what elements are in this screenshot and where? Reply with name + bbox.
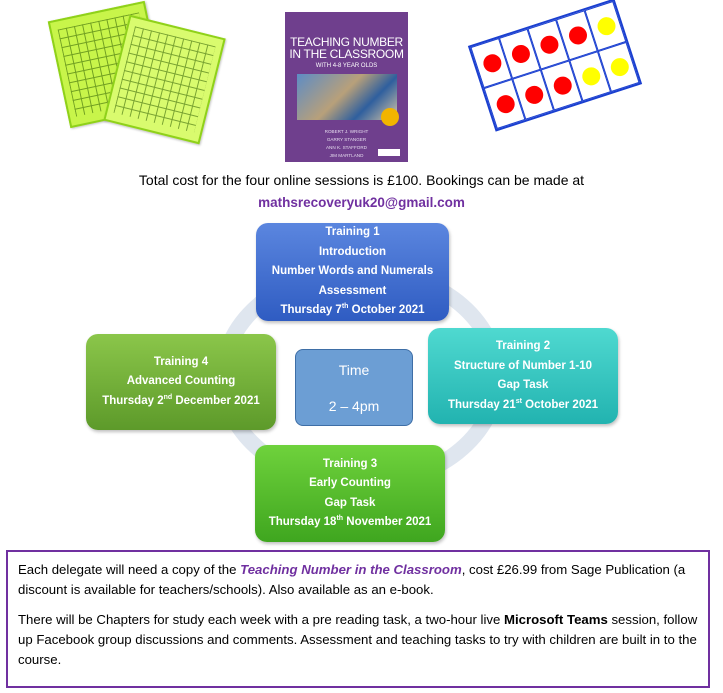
course-structure-paragraph: There will be Chapters for study each we…: [18, 612, 698, 667]
publisher-logo: [378, 149, 400, 156]
book-cover-subtitle: WITH 4-8 YEAR OLDS: [315, 63, 378, 69]
book-cover-title: TEACHING NUMBER IN THE CLASSROOM: [289, 35, 404, 61]
book-title-text: Teaching Number in the Classroom: [240, 562, 462, 577]
counter-dot: [538, 33, 561, 57]
counter-dot: [551, 74, 575, 97]
ten-frame-image: [467, 0, 643, 132]
counter-dot: [522, 83, 546, 107]
training-topic: Gap Task: [497, 379, 549, 391]
counter-dot: [481, 51, 504, 75]
counter-dot: [566, 24, 590, 47]
training-heading: Training 4: [153, 355, 209, 368]
training-date: Thursday 21st October 2021: [447, 397, 599, 411]
time-value: 2 – 4pm: [328, 398, 380, 414]
time-label: Time: [338, 362, 370, 378]
training-topic: Early Counting: [309, 477, 391, 489]
counter-dot: [579, 65, 603, 88]
cost-line: Total cost for the four online sessions …: [138, 172, 585, 188]
training-1-box: Training 1 Introduction Number Words and…: [256, 223, 449, 321]
book-requirement-paragraph: Each delegate will need a copy of the Te…: [18, 562, 686, 597]
training-heading: Training 2: [495, 340, 551, 352]
counter-dot: [608, 55, 632, 79]
counter-dot: [494, 92, 518, 116]
training-topic: Assessment: [318, 284, 387, 297]
booking-email-link[interactable]: mathsrecoveryuk20@gmail.com: [258, 195, 465, 210]
training-date: Thursday 2nd December 2021: [102, 393, 260, 407]
training-heading: Training 1: [325, 226, 380, 239]
book-cover: TEACHING NUMBER IN THE CLASSROOM WITH 4-…: [285, 12, 408, 162]
training-3-box: Training 3 Early Counting Gap Task Thurs…: [255, 445, 445, 542]
training-topic: Introduction: [318, 245, 387, 258]
training-heading: Training 3: [322, 457, 378, 470]
training-date: Thursday 18th November 2021: [268, 515, 432, 528]
training-topic: Gap Task: [324, 496, 376, 509]
training-topic: Number Words and Numerals: [271, 265, 434, 278]
edition-badge: [381, 108, 399, 126]
training-date: Thursday 7th October 2021: [280, 303, 425, 317]
counter-dot: [509, 42, 533, 66]
book-cover-authors: ROBERT J. WRIGHT GARRY STANGER ANN K. ST…: [324, 129, 369, 158]
microsoft-teams-text: Microsoft Teams: [503, 612, 608, 627]
training-topic: Structure of Number 1-10: [453, 359, 593, 372]
time-box: Time 2 – 4pm: [295, 349, 413, 426]
counter-dot: [595, 14, 618, 38]
training-topic: Advanced Counting: [126, 375, 236, 388]
training-4-box: Training 4 Advanced Counting Thursday 2n…: [86, 334, 276, 430]
book-cover-photo: [297, 74, 397, 120]
training-2-box: Training 2 Structure of Number 1-10 Gap …: [428, 328, 618, 424]
course-info-panel: Each delegate will need a copy of the Te…: [6, 550, 710, 688]
